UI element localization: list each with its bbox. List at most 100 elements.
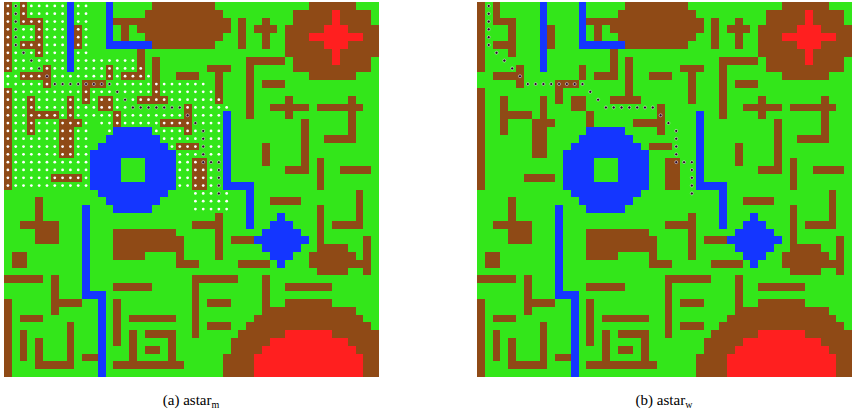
map-cell [106, 158, 114, 166]
map-cell [199, 275, 207, 283]
map-cell [90, 150, 98, 158]
map-cell [363, 197, 371, 205]
map-cell [363, 182, 371, 190]
map-cell [59, 307, 67, 315]
map-cell [332, 236, 340, 244]
map-cell [293, 150, 301, 158]
map-cell [332, 25, 340, 33]
map-cell [145, 143, 153, 151]
map-cell [254, 158, 262, 166]
map-cell [270, 49, 278, 57]
map-cell [106, 283, 114, 291]
map-cell [371, 2, 379, 10]
map-cell [363, 104, 371, 112]
map-cell [254, 57, 262, 65]
map-cell [27, 236, 35, 244]
map-cell [121, 197, 129, 205]
map-cell [348, 96, 356, 104]
map-cell [356, 2, 364, 10]
map-cell [152, 174, 160, 182]
map-cell [332, 268, 340, 276]
map-cell [324, 10, 332, 18]
map-cell [152, 33, 160, 41]
map-cell [67, 65, 75, 73]
map-cell [270, 18, 278, 26]
map-cell [254, 111, 262, 119]
map-cell [82, 299, 90, 307]
map-cell [324, 33, 332, 41]
map-cell [215, 307, 223, 315]
map-cell [356, 18, 364, 26]
map-cell [348, 158, 356, 166]
map-cell [340, 104, 348, 112]
map-cell [231, 57, 239, 65]
map-cell [356, 268, 364, 276]
map-cell [317, 244, 325, 252]
map-cell [324, 244, 332, 252]
map-cell [238, 10, 246, 18]
map-cell [348, 150, 356, 158]
map-cell [121, 283, 129, 291]
map-cell [113, 143, 121, 151]
map-cell [207, 10, 215, 18]
map-cell [98, 158, 106, 166]
map-cell [285, 88, 293, 96]
map-cell [371, 25, 379, 33]
map-cell [270, 190, 278, 198]
map-cell [270, 135, 278, 143]
map-cell [231, 25, 239, 33]
map-cell [254, 65, 262, 73]
map-cell [254, 80, 262, 88]
map-cell [324, 205, 332, 213]
map-cell [160, 18, 168, 26]
map-cell [223, 307, 231, 315]
map-cell [301, 205, 309, 213]
map-cell [137, 127, 145, 135]
map-cell [223, 10, 231, 18]
map-cell [82, 322, 90, 330]
map-cell [176, 57, 184, 65]
map-cell [113, 299, 121, 307]
map-cell [285, 127, 293, 135]
map-cell [363, 315, 371, 323]
map-cell [363, 307, 371, 315]
map-cell [20, 291, 28, 299]
map-cell [129, 174, 137, 182]
map-cell [4, 244, 12, 252]
map-cell [246, 166, 254, 174]
map-cell [363, 80, 371, 88]
map-cell [246, 213, 254, 221]
map-cell [152, 283, 160, 291]
map-cell [317, 150, 325, 158]
map-cell [348, 80, 356, 88]
map-cell [215, 315, 223, 323]
map-cell [277, 10, 285, 18]
map-cell [184, 322, 192, 330]
map-cell [238, 150, 246, 158]
map-cell [309, 307, 317, 315]
map-cell [223, 135, 231, 143]
map-cell [363, 268, 371, 276]
map-cell [199, 65, 207, 73]
map-cell [371, 275, 379, 283]
map-cell [90, 166, 98, 174]
map-cell [121, 221, 129, 229]
map-cell [27, 229, 35, 237]
map-cell [231, 260, 239, 268]
map-cell [129, 25, 137, 33]
map-cell [324, 182, 332, 190]
map-cell [324, 229, 332, 237]
map-cell [371, 72, 379, 80]
map-cell [74, 260, 82, 268]
map-cell [332, 252, 340, 260]
map-cell [20, 299, 28, 307]
map-cell [317, 291, 325, 299]
map-cell [215, 88, 223, 96]
map-cell [270, 252, 278, 260]
map-cell [231, 182, 239, 190]
map-cell [223, 119, 231, 127]
map-cell [317, 72, 325, 80]
map-cell [277, 80, 285, 88]
map-cell [340, 236, 348, 244]
